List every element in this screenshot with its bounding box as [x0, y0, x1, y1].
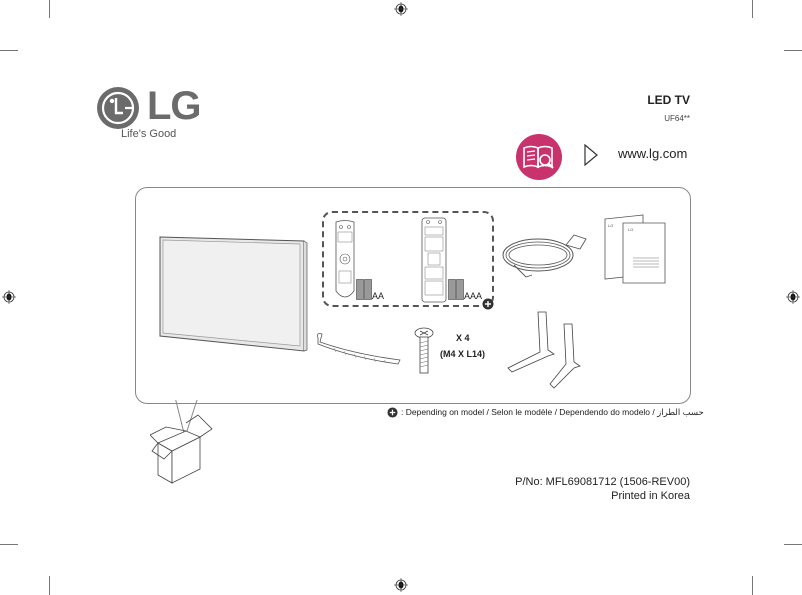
power-cord-illustration [502, 234, 587, 278]
crop-mark [0, 544, 18, 545]
website-link[interactable]: www.lg.com [618, 146, 688, 161]
magic-remote-illustration [335, 220, 355, 298]
note-text: : Depending on model / Selon le modèle /… [401, 407, 704, 417]
lg-face-icon [97, 87, 139, 129]
battery-icon [356, 279, 372, 300]
play-arrow-outline-icon [584, 144, 598, 166]
screw-icon [414, 327, 434, 374]
battery-label-aa: AA [372, 291, 385, 301]
tv-panel-illustration [159, 236, 308, 352]
optional-remotes-group [322, 211, 494, 307]
brand-tagline: Life's Good [121, 128, 177, 140]
crop-mark [784, 50, 802, 51]
components-panel [135, 187, 691, 404]
book-magnifier-icon [516, 134, 562, 180]
registration-mark-icon [394, 578, 408, 592]
standard-remote-illustration [421, 217, 447, 303]
crop-mark [752, 0, 753, 18]
crop-mark [0, 50, 18, 51]
registration-mark-icon [786, 290, 800, 304]
svg-text:LG: LG [608, 223, 613, 228]
box-icon [150, 414, 213, 484]
product-title: LED TV [647, 93, 690, 107]
owners-manual-illustration: LG LG [604, 214, 666, 284]
crop-mark [784, 544, 802, 545]
part-number: P/No: MFL69081712 (1506-REV00) [515, 476, 690, 488]
model-number: UF64** [664, 114, 690, 123]
plus-circle-icon [387, 407, 398, 418]
brand-name: LG [147, 84, 202, 128]
depending-on-model-note: : Depending on model / Selon le modèle /… [387, 407, 704, 418]
registration-mark-icon [394, 2, 408, 16]
screw-spec: (M4 X L14) [440, 349, 486, 359]
crop-mark [49, 0, 50, 18]
cable-holder-illustration [317, 333, 401, 365]
svg-text:LG: LG [628, 227, 633, 232]
battery-icon [448, 279, 464, 300]
plus-circle-icon [482, 298, 494, 310]
printed-in: Printed in Korea [611, 490, 690, 502]
stand-base-illustration [507, 311, 581, 389]
battery-label-aaa: AAA [464, 291, 483, 301]
screw-quantity: X 4 [456, 333, 470, 343]
crop-mark [49, 576, 50, 595]
registration-mark-icon [2, 290, 16, 304]
crop-mark [752, 576, 753, 595]
